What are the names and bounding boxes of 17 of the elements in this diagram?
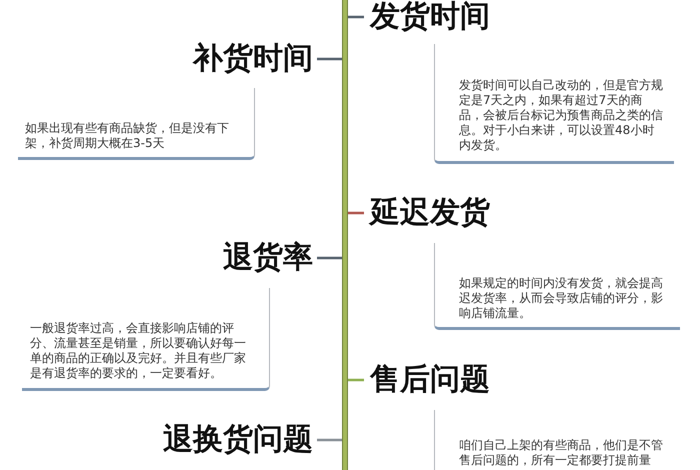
topic-heading: 退货率	[223, 241, 314, 275]
branch-line	[348, 16, 364, 18]
topic-heading: 发货时间	[368, 0, 490, 34]
note-card: 如果出现有些有商品缺货，但是没有下架，补货周期大概在3-5天	[18, 88, 255, 160]
branch-line	[348, 212, 364, 214]
note-card: 发货时间可以自己改动的，但是官方规定是7天之内，如果有超过7天的商品，会被后台标记为预售商品之类的信息。对于小白来讲，可以设置48小时内发货。	[434, 44, 674, 164]
topic-heading: 售后问题	[368, 363, 490, 397]
timeline-bar	[342, 0, 348, 470]
topic-heading: 退换货问题	[163, 423, 314, 457]
topic-heading: 延迟发货	[368, 196, 490, 230]
branch-line	[317, 256, 342, 260]
topic-heading: 补货时间	[193, 42, 314, 76]
note-card: 如果规定的时间内没有发货，就会提高迟发货率，从而会导致店铺的评分，影响店铺流量。	[434, 243, 680, 330]
branch-line	[317, 58, 342, 60]
branch-line	[348, 378, 364, 382]
note-card: 一般退货率过高，会直接影响店铺的评分、流量甚至是销量，所以要确认好每一单的商品的正确以及完好。并且有些厂家是有退货率的要求的，一定要看好。	[22, 288, 270, 391]
branch-line	[317, 438, 342, 442]
